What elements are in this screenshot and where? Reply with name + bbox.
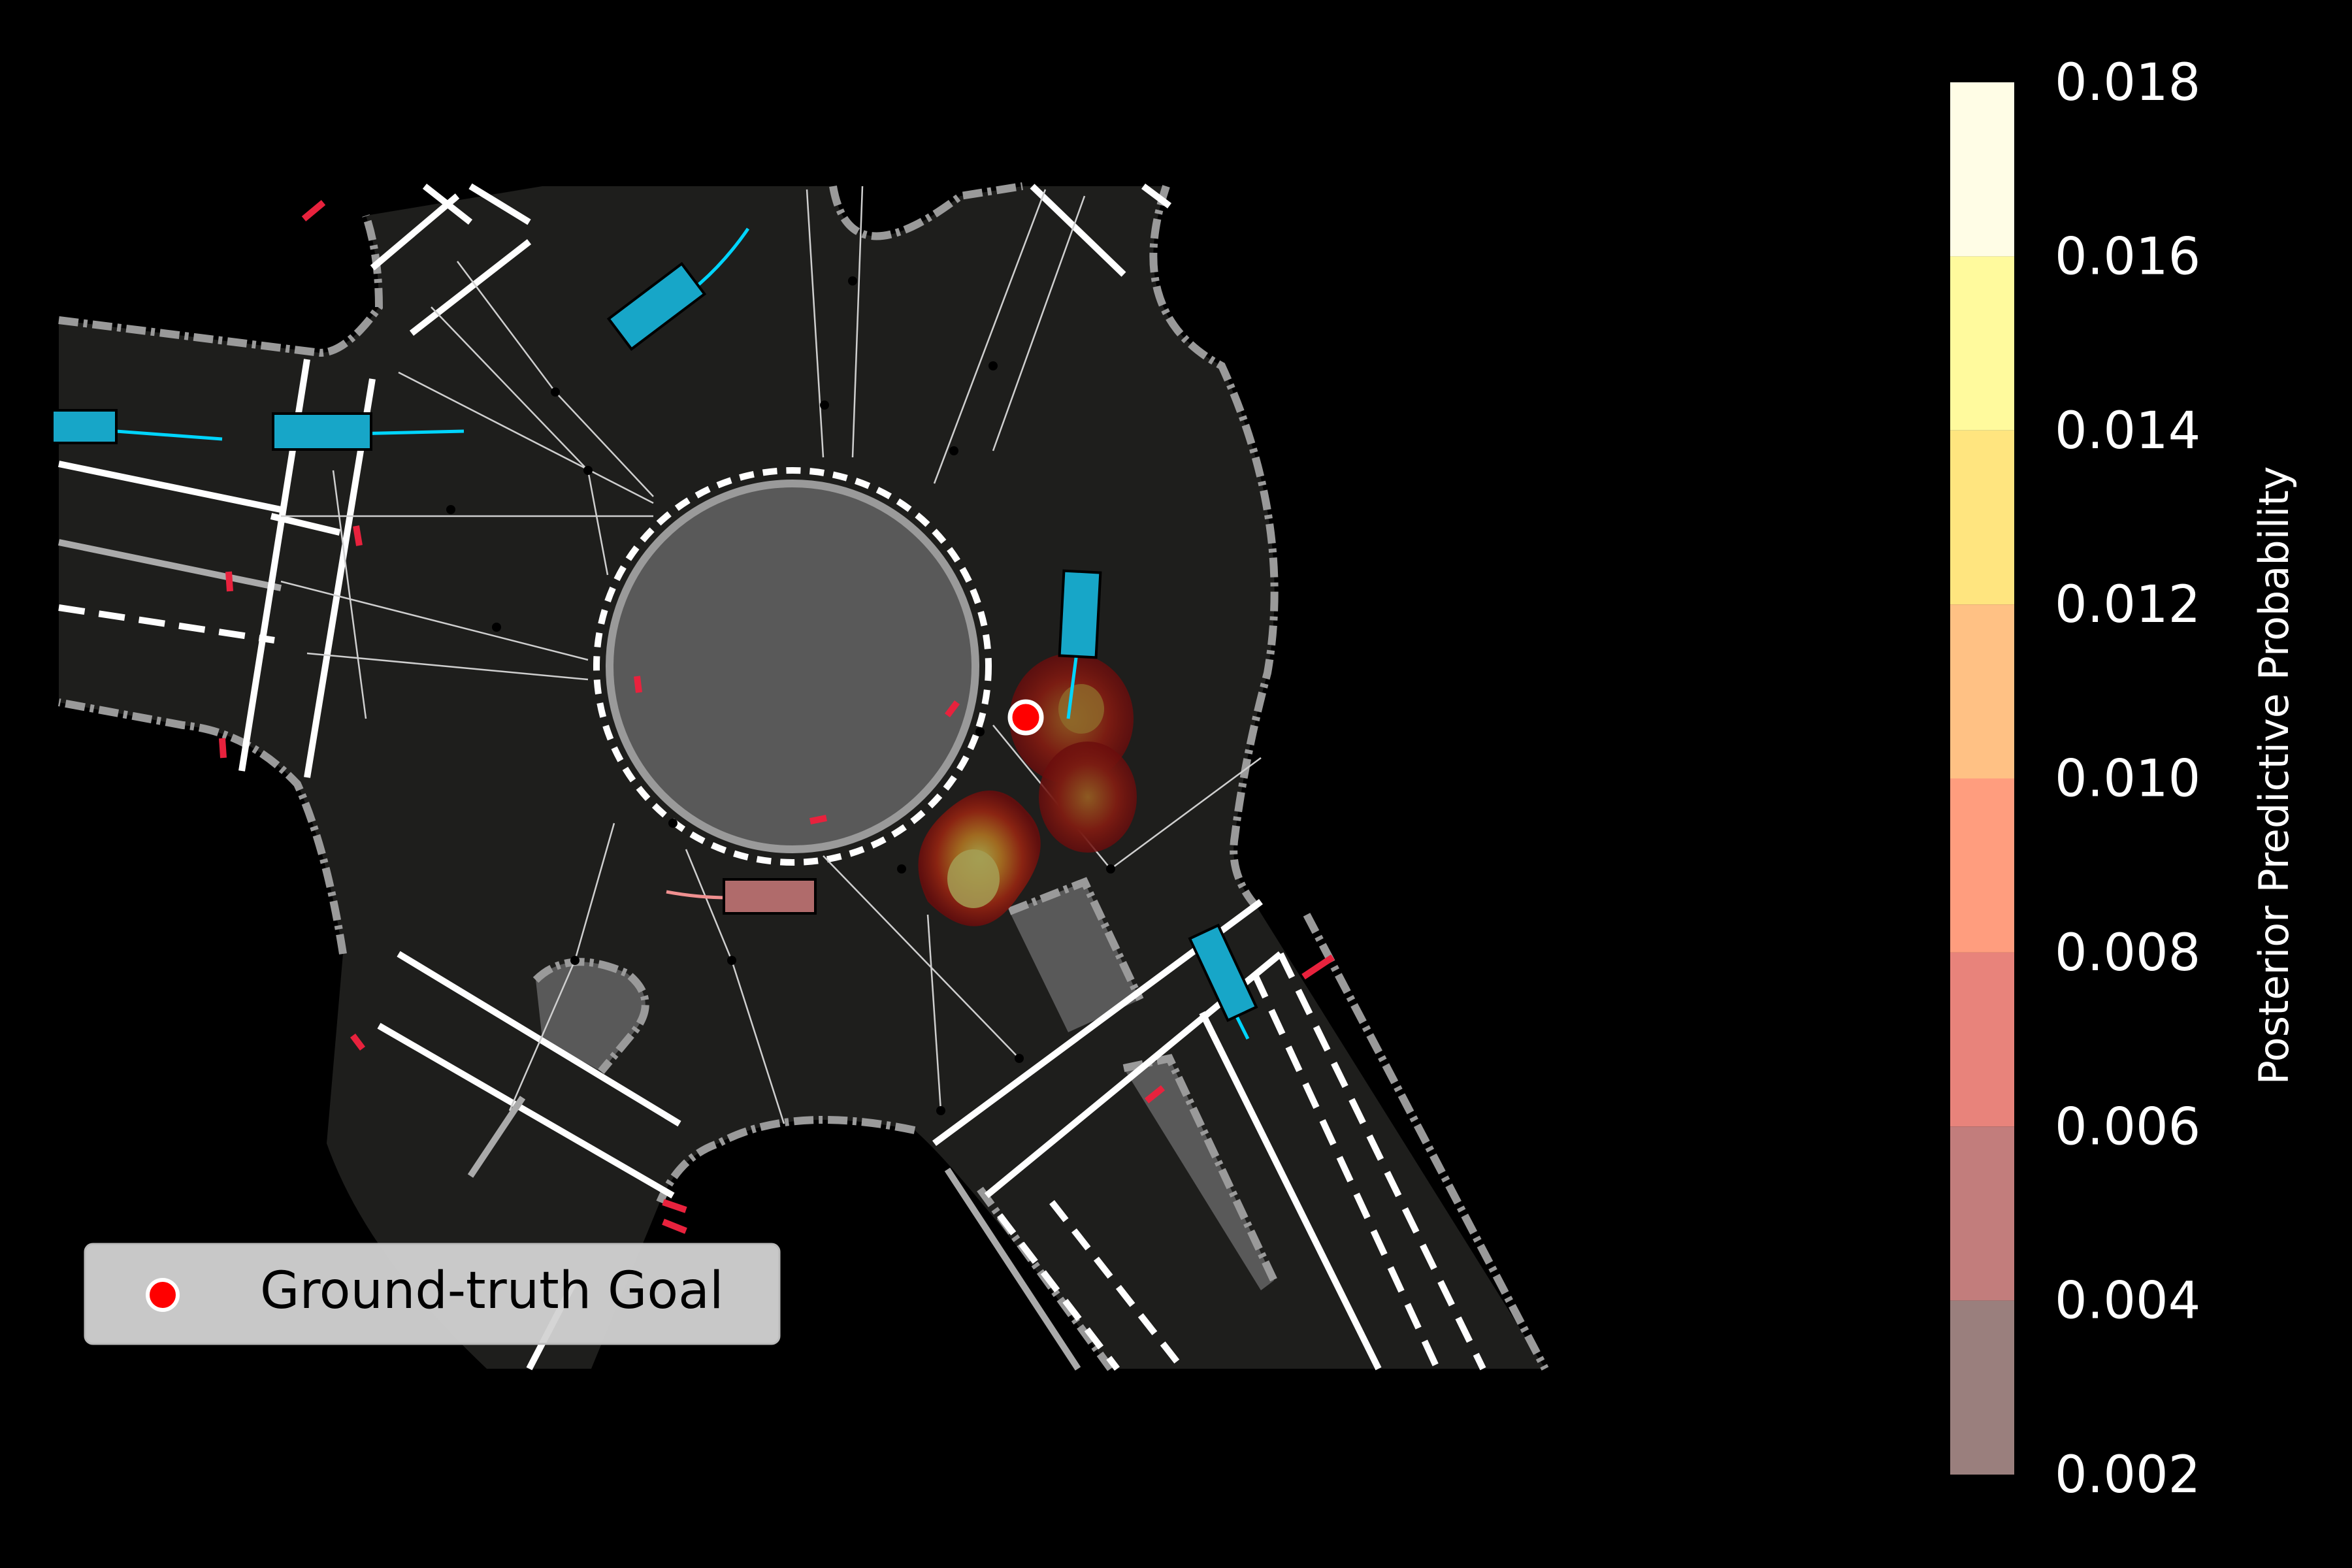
curb-lines bbox=[57, 182, 1549, 1371]
vehicle bbox=[606, 261, 707, 351]
ground-truth-goal-marker bbox=[1007, 699, 1044, 736]
roundabout-map bbox=[51, 182, 1549, 1371]
colorbar-tick-label: 0.010 bbox=[2055, 750, 2200, 809]
colorbar-tick-label: 0.008 bbox=[2055, 924, 2200, 983]
vehicle bbox=[1188, 923, 1258, 1022]
legend-goal-label: Ground-truth Goal bbox=[260, 1262, 724, 1320]
traffic-islands bbox=[536, 487, 1274, 1290]
lane-nodes bbox=[446, 276, 1115, 1115]
colorbar-tick-label: 0.012 bbox=[2055, 576, 2200, 634]
colorbar-label: Posterior Predictive Probability bbox=[2250, 466, 2298, 1085]
colorbar-tick-label: 0.004 bbox=[2055, 1272, 2200, 1331]
colorbar-band bbox=[1950, 1126, 2014, 1301]
probability-heatmap bbox=[918, 653, 1137, 926]
colorbar-tick-label: 0.014 bbox=[2055, 402, 2200, 461]
colorbar-band bbox=[1950, 256, 2014, 431]
legend-box bbox=[84, 1243, 781, 1345]
colorbar-tick-label: 0.002 bbox=[2055, 1446, 2200, 1505]
legend-goal-marker bbox=[146, 1278, 180, 1312]
vehicles bbox=[51, 261, 1258, 1022]
colorbar-band bbox=[1950, 952, 2014, 1127]
colorbar-tick-label: 0.006 bbox=[2055, 1098, 2200, 1156]
ego-vehicle bbox=[723, 878, 817, 915]
vehicle bbox=[51, 409, 118, 444]
roundabout-rings bbox=[593, 467, 992, 866]
pedestrians bbox=[219, 200, 1335, 1234]
legend: Ground-truth Goal bbox=[84, 1243, 781, 1345]
colorbar-band bbox=[1950, 430, 2014, 605]
vehicle bbox=[1058, 569, 1102, 659]
colorbar-bands bbox=[1950, 82, 2014, 1475]
colorbar-ticks: 0.018 0.016 0.014 0.012 0.010 0.008 0.006 0.004… bbox=[2055, 54, 2200, 1505]
vehicle bbox=[272, 412, 372, 451]
colorbar-band bbox=[1950, 778, 2014, 953]
colorbar-tick-label: 0.018 bbox=[2055, 54, 2200, 112]
colorbar: 0.018 0.016 0.014 0.012 0.010 0.008 0.006 0.004… bbox=[1950, 54, 2298, 1505]
colorbar-band bbox=[1950, 82, 2014, 257]
colorbar-tick-label: 0.016 bbox=[2055, 227, 2200, 286]
colorbar-band bbox=[1950, 1300, 2014, 1475]
colorbar-band bbox=[1950, 604, 2014, 779]
